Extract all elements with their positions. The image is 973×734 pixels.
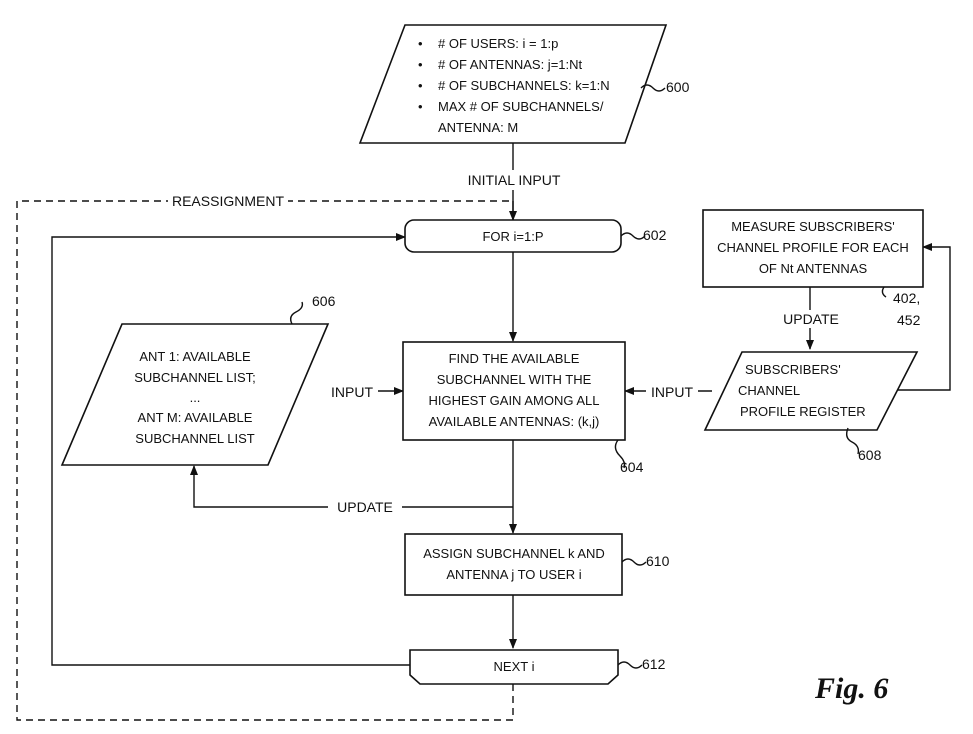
- ref-610: 610: [646, 553, 670, 569]
- ref-606: 606: [312, 293, 336, 309]
- label-initial-input: INITIAL INPUT: [468, 172, 561, 188]
- node-606-line-5: SUBCHANNEL LIST: [135, 431, 254, 446]
- node-610-line-2: ANTENNA j TO USER i: [446, 567, 581, 582]
- node-402-line-1: MEASURE SUBSCRIBERS': [731, 219, 895, 234]
- ref-leader-608: [847, 428, 859, 454]
- ref-602: 602: [643, 227, 667, 243]
- label-update-bottom: UPDATE: [337, 499, 393, 515]
- ref-402: 402,: [893, 290, 920, 306]
- label-reassignment: REASSIGNMENT: [172, 193, 284, 209]
- node-604-line-4: AVAILABLE ANTENNAS: (k,j): [429, 414, 600, 429]
- node-604-line-3: HIGHEST GAIN AMONG ALL: [429, 393, 600, 408]
- param-antennas: # OF ANTENNAS: j=1:Nt: [438, 57, 583, 72]
- node-608-line-3: PROFILE REGISTER: [740, 404, 866, 419]
- node-606-line-2: SUBCHANNEL LIST;: [134, 370, 256, 385]
- node-612-label: NEXT i: [494, 659, 535, 674]
- figure-label: Fig. 6: [814, 672, 888, 705]
- bullet-4: •: [418, 99, 423, 114]
- node-606-line-4: ANT M: AVAILABLE: [138, 410, 253, 425]
- ref-600: 600: [666, 79, 690, 95]
- node-606-line-1: ANT 1: AVAILABLE: [139, 349, 251, 364]
- node-402-line-2: CHANNEL PROFILE FOR EACH: [717, 240, 909, 255]
- node-606-ellipsis: ...: [190, 390, 201, 405]
- ref-leader-610: [622, 559, 646, 565]
- ref-604: 604: [620, 459, 644, 475]
- bullet-2: •: [418, 57, 423, 72]
- ref-452: 452: [897, 312, 921, 328]
- label-input-right: INPUT: [651, 384, 693, 400]
- node-604-line-2: SUBCHANNEL WITH THE: [437, 372, 592, 387]
- node-608-line-2: CHANNEL: [738, 383, 800, 398]
- param-users: # OF USERS: i = 1:p: [438, 36, 558, 51]
- ref-leader-612: [618, 662, 642, 668]
- ref-leader-402: [882, 287, 886, 297]
- ref-leader-606: [291, 302, 303, 324]
- node-602-label: FOR i=1:P: [482, 229, 543, 244]
- ref-leader-602: [621, 233, 645, 239]
- ref-612: 612: [642, 656, 666, 672]
- node-610-assign: [405, 534, 622, 595]
- node-604-line-1: FIND THE AVAILABLE: [449, 351, 580, 366]
- bullet-3: •: [418, 78, 423, 93]
- label-update-top: UPDATE: [783, 311, 839, 327]
- param-max-subchannels: MAX # OF SUBCHANNELS/: [438, 99, 604, 114]
- node-402-line-3: OF Nt ANTENNAS: [759, 261, 868, 276]
- ref-608: 608: [858, 447, 882, 463]
- label-input-left: INPUT: [331, 384, 373, 400]
- bullet-1: •: [418, 36, 423, 51]
- param-max-subchannels-cont: ANTENNA: M: [438, 120, 518, 135]
- node-608-line-1: SUBSCRIBERS': [745, 362, 841, 377]
- node-610-line-1: ASSIGN SUBCHANNEL k AND: [423, 546, 605, 561]
- param-subchannels: # OF SUBCHANNELS: k=1:N: [438, 78, 610, 93]
